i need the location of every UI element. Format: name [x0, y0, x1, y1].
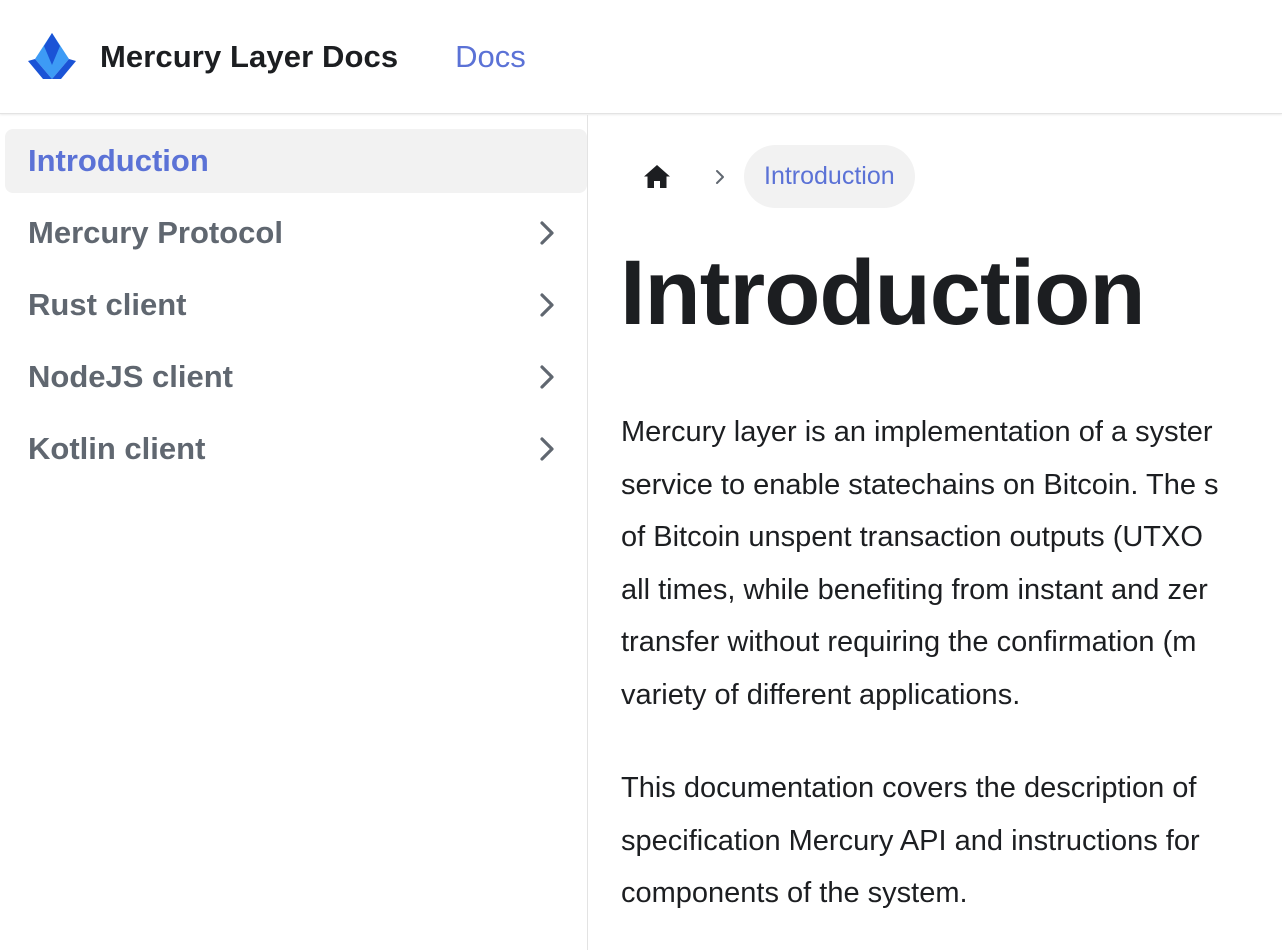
sidebar-item-rust-client[interactable]: Rust client [5, 273, 587, 337]
mercury-logo-icon [28, 32, 76, 79]
navbar: Mercury Layer Docs Docs [0, 0, 1282, 114]
chevron-right-icon[interactable] [533, 435, 561, 463]
nav-link-docs[interactable]: Docs [455, 38, 526, 74]
breadcrumb: Introduction [589, 145, 1282, 209]
paragraph-line: all times, while benefiting from instant… [621, 573, 1208, 606]
chevron-right-icon[interactable] [533, 291, 561, 319]
home-icon[interactable] [641, 161, 673, 193]
paragraph-line: specification Mercury API and instructio… [621, 824, 1200, 857]
paragraph-line: components of the system. [621, 877, 968, 909]
chevron-right-icon[interactable] [533, 219, 561, 247]
breadcrumb-current: Introduction [744, 145, 915, 208]
intro-paragraph: Mercury layer is an implementation of a … [621, 406, 1282, 721]
sidebar-item-introduction[interactable]: Introduction [5, 129, 587, 193]
paragraph-line: variety of different applications. [621, 678, 1021, 711]
paragraph-line: This documentation covers the descriptio… [621, 772, 1197, 804]
sidebar-item-label: Introduction [28, 143, 209, 178]
documentation-paragraph: This documentation covers the descriptio… [621, 762, 1282, 920]
brand-title: Mercury Layer Docs [100, 38, 399, 74]
sidebar-item-mercury-protocol[interactable]: Mercury Protocol [5, 201, 587, 265]
paragraph-line: Mercury layer is an implementation of a … [621, 416, 1213, 448]
paragraph-line: of Bitcoin unspent transaction outputs (… [621, 521, 1203, 553]
sidebar-item-label: Mercury Protocol [28, 215, 283, 250]
chevron-right-icon [716, 170, 724, 184]
paragraph-line: service to enable statechains on Bitcoin… [621, 468, 1219, 501]
sidebar-item-kotlin-client[interactable]: Kotlin client [5, 417, 587, 481]
sidebar-item-nodejs-client[interactable]: NodeJS client [5, 345, 587, 409]
sidebar: Introduction Mercury Protocol Rust clien… [0, 115, 588, 950]
sidebar-item-label: Kotlin client [28, 431, 206, 466]
paragraph-line: transfer without requiring the confirmat… [621, 626, 1197, 658]
chevron-right-icon[interactable] [533, 363, 561, 391]
brand-link[interactable]: Mercury Layer Docs [26, 31, 398, 83]
sidebar-item-label: NodeJS client [28, 359, 233, 394]
sidebar-item-label: Rust client [28, 287, 187, 322]
page-title: Introduction [620, 242, 1146, 344]
main-content: Introduction Introduction Mercury layer … [589, 115, 1282, 950]
